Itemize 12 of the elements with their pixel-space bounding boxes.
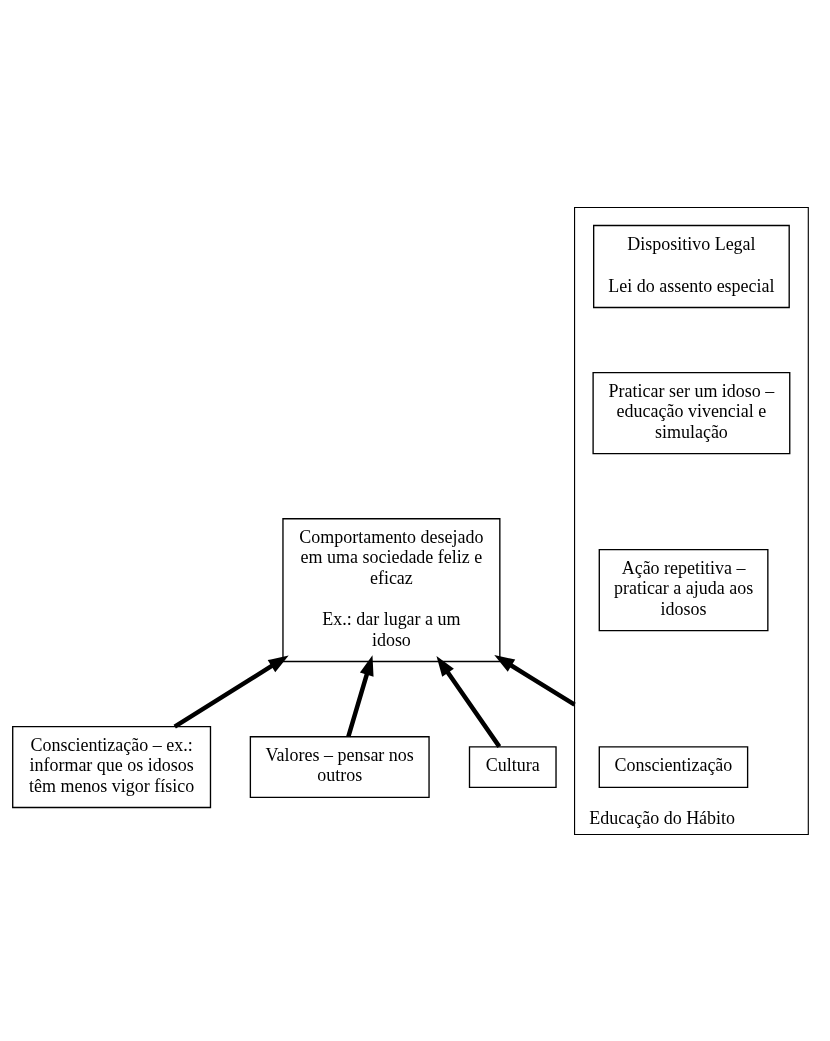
node-box: Conscientização – ex.: informar que os idosos têm menos vigor físico: [12, 725, 212, 808]
node-box: Comportamento desejado em uma sociedade feliz e eficaz Ex.: dar lugar a um idoso: [282, 517, 501, 662]
node-box: Dispositivo Legal Lei do assento especial: [593, 224, 790, 308]
arrow: [494, 654, 576, 707]
node-box: Conscientização: [598, 745, 749, 788]
node-box: Valores – pensar nos outros: [249, 735, 430, 798]
arrow: [346, 654, 374, 737]
node-box: Praticar ser um idoso – educação vivencial e simulação: [592, 371, 791, 454]
arrow: [436, 655, 502, 748]
arrow: [173, 654, 289, 728]
node-box: Cultura: [468, 745, 557, 788]
node-box: Ação repetitiva – praticar a ajuda aos idosos: [598, 548, 769, 631]
